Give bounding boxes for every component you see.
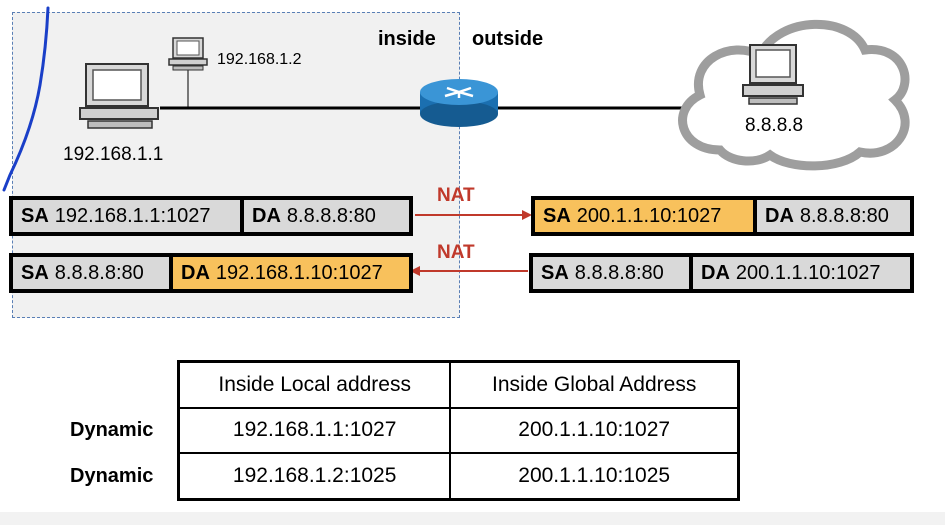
pc2-ip-label: 192.168.1.2 [217, 51, 302, 68]
nat-label-outbound: NAT [437, 185, 475, 206]
inside-label: inside [378, 28, 436, 50]
desktop-pc-icon [742, 44, 804, 105]
table-cell-inside-local: 192.168.1.2:1025 [177, 452, 452, 501]
table-cell-inside-local: 192.168.1.1:1027 [177, 406, 452, 455]
table-cell-inside-global: 200.1.1.10:1025 [449, 452, 740, 501]
desktop-pc-icon [79, 63, 159, 129]
router-icon [420, 79, 498, 127]
pc1-ip-label: 192.168.1.1 [63, 144, 164, 165]
outside-label: outside [472, 28, 544, 50]
nat-translation-table: Inside Local address Inside Global Addre… [177, 360, 740, 501]
bottom-band [0, 512, 945, 525]
table-header-inside-local: Inside Local address [177, 360, 452, 409]
table-header-row: Inside Local address Inside Global Addre… [177, 360, 740, 409]
table-row: 192.168.1.2:1025 200.1.1.10:1025 [177, 452, 740, 501]
pen-annotation-stroke [2, 6, 50, 192]
table-row-label: Dynamic [70, 419, 154, 441]
nat-label-inbound: NAT [437, 242, 475, 263]
table-header-inside-global: Inside Global Address [449, 360, 740, 409]
table-cell-inside-global: 200.1.1.10:1027 [449, 406, 740, 455]
table-row-label: Dynamic [70, 465, 154, 487]
desktop-pc-icon [168, 37, 208, 71]
server-ip-label: 8.8.8.8 [745, 115, 804, 136]
table-row: 192.168.1.1:1027 200.1.1.10:1027 [177, 406, 740, 455]
